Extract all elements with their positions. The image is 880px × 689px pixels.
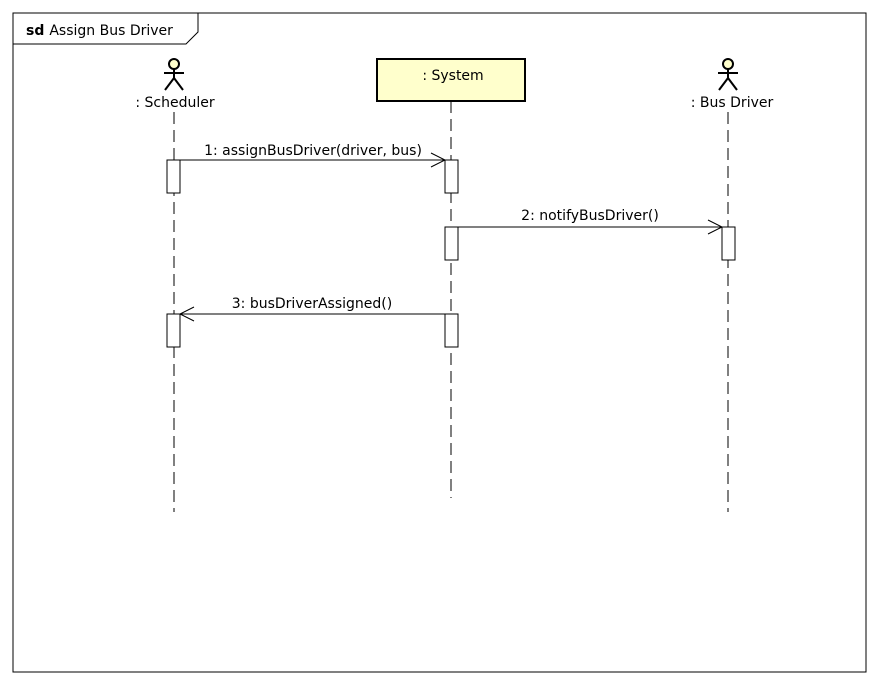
lifeline-label-bus-driver: : Bus Driver: [691, 95, 774, 111]
lifeline-label-system: : System: [422, 68, 483, 84]
activation-bar: [166, 159, 181, 194]
actor-bus-driver: : Bus Driver: [691, 58, 774, 111]
frame-border: [12, 12, 867, 673]
activation-bar: [166, 313, 181, 348]
stick-figure-icon: [164, 58, 184, 91]
frame-keyword: sd: [26, 23, 44, 39]
message-label: 3: busDriverAssigned(): [232, 296, 392, 312]
stick-figure-icon: [718, 58, 738, 91]
activation-bar: [444, 226, 459, 261]
message-3: 3: busDriverAssigned(): [178, 296, 445, 322]
lifeline-label-scheduler: : Scheduler: [135, 95, 215, 111]
actor-scheduler: : Scheduler: [135, 58, 215, 111]
arrowhead-icon: [430, 152, 447, 168]
activation-bar: [721, 226, 736, 261]
message-2: 2: notifyBusDriver(): [458, 208, 724, 235]
frame-title: Assign Bus Driver: [49, 23, 173, 39]
message-label: 1: assignBusDriver(driver, bus): [204, 143, 422, 159]
frame-tab: [13, 13, 199, 45]
message-1: 1: assignBusDriver(driver, bus): [180, 143, 447, 168]
activation-bar: [444, 313, 459, 348]
activation-bar: [444, 159, 459, 194]
arrowhead-icon: [178, 306, 195, 322]
frame-heading: sd Assign Bus Driver: [26, 23, 173, 39]
message-label: 2: notifyBusDriver(): [521, 208, 659, 224]
object-system: : System: [376, 58, 526, 102]
arrowhead-icon: [707, 219, 724, 235]
object-box-system: [376, 58, 526, 102]
